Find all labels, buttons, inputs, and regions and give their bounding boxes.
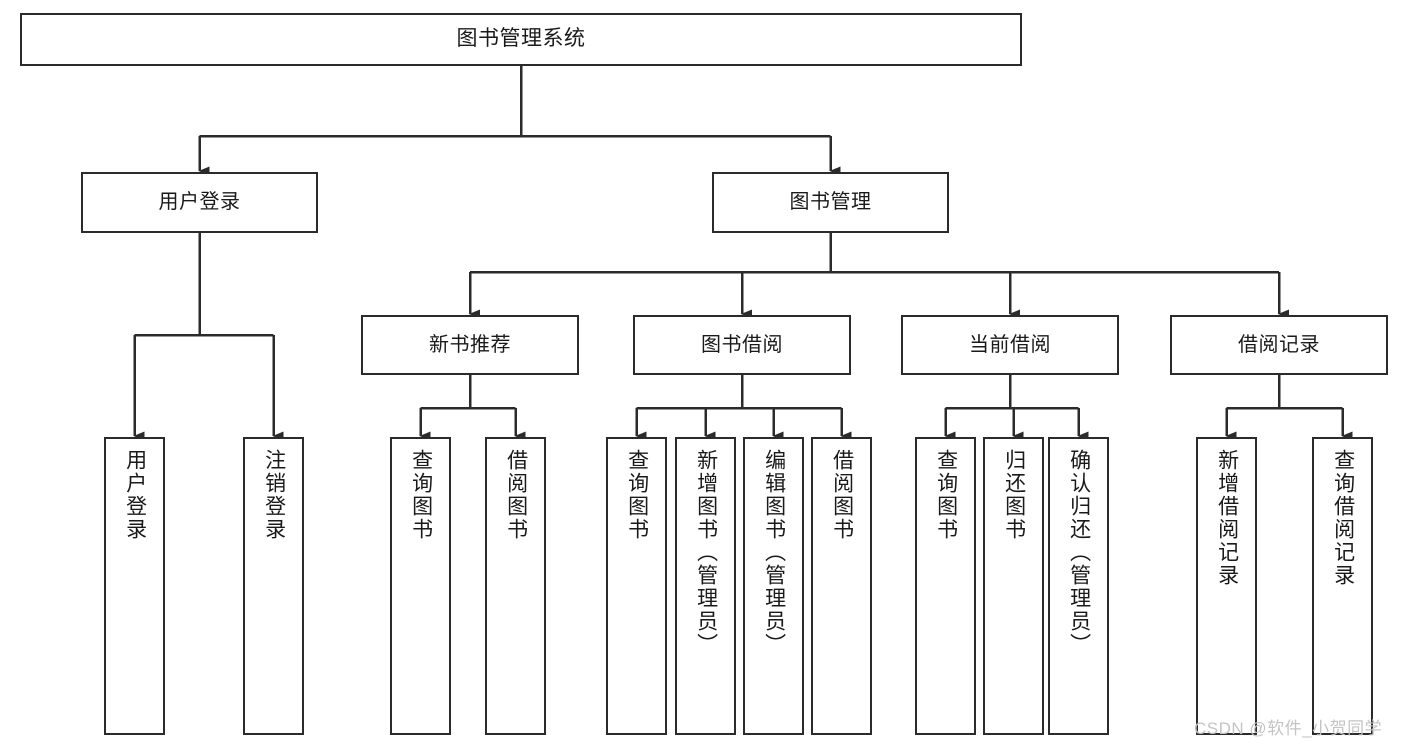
node-l_re_query[interactable]: 查询借阅记录 (1312, 437, 1373, 735)
node-root[interactable]: 图书管理系统 (20, 13, 1022, 66)
node-label: 图书管理 (789, 191, 872, 213)
node-label: 用户登录 (158, 191, 241, 213)
node-label: 图书管理系统 (456, 27, 586, 51)
node-l_re_add[interactable]: 新增借阅记录 (1196, 437, 1257, 735)
node-l_bo_lend[interactable]: 借阅图书 (811, 437, 872, 735)
node-label: 编辑图书（管理员） (762, 449, 786, 656)
node-label: 图书借阅 (701, 333, 783, 356)
node-l_bo_edit[interactable]: 编辑图书（管理员） (743, 437, 804, 735)
node-label: 借阅图书 (504, 449, 528, 541)
node-label: 借阅图书 (830, 449, 854, 541)
node-login[interactable]: 用户登录 (81, 172, 318, 233)
node-label: 查询图书 (625, 449, 649, 541)
node-label: 新书推荐 (429, 333, 511, 356)
node-label: 新增图书（管理员） (694, 449, 718, 656)
node-borrow[interactable]: 图书借阅 (633, 315, 851, 375)
node-l_nb_borrow[interactable]: 借阅图书 (485, 437, 546, 735)
node-l_bo_add[interactable]: 新增图书（管理员） (675, 437, 736, 735)
node-label: 查询借阅记录 (1331, 449, 1355, 587)
node-l_bo_query[interactable]: 查询图书 (606, 437, 667, 735)
node-label: 当前借阅 (969, 333, 1051, 356)
watermark-label: CSDN @软件_小贺同学 (1194, 719, 1383, 738)
node-records[interactable]: 借阅记录 (1170, 315, 1388, 375)
node-label: 归还图书 (1002, 449, 1026, 541)
node-l_login[interactable]: 用户登录 (104, 437, 165, 735)
connector-lines (133, 66, 1353, 441)
node-label: 查询图书 (409, 449, 433, 541)
node-current[interactable]: 当前借阅 (901, 315, 1119, 375)
node-label: 查询图书 (934, 449, 958, 541)
node-label: 用户登录 (123, 449, 147, 541)
node-l_cu_query[interactable]: 查询图书 (915, 437, 976, 735)
node-label: 借阅记录 (1238, 333, 1320, 356)
node-label: 注销登录 (262, 449, 286, 541)
node-bookmgmt[interactable]: 图书管理 (712, 172, 949, 233)
node-newbook[interactable]: 新书推荐 (361, 315, 579, 375)
node-label: 新增借阅记录 (1215, 449, 1239, 587)
node-label: 确认归还（管理员） (1067, 449, 1091, 656)
node-l_cu_ret[interactable]: 归还图书 (983, 437, 1044, 735)
node-l_cu_conf[interactable]: 确认归还（管理员） (1048, 437, 1109, 735)
node-l_logout[interactable]: 注销登录 (243, 437, 304, 735)
node-l_nb_query[interactable]: 查询图书 (390, 437, 451, 735)
